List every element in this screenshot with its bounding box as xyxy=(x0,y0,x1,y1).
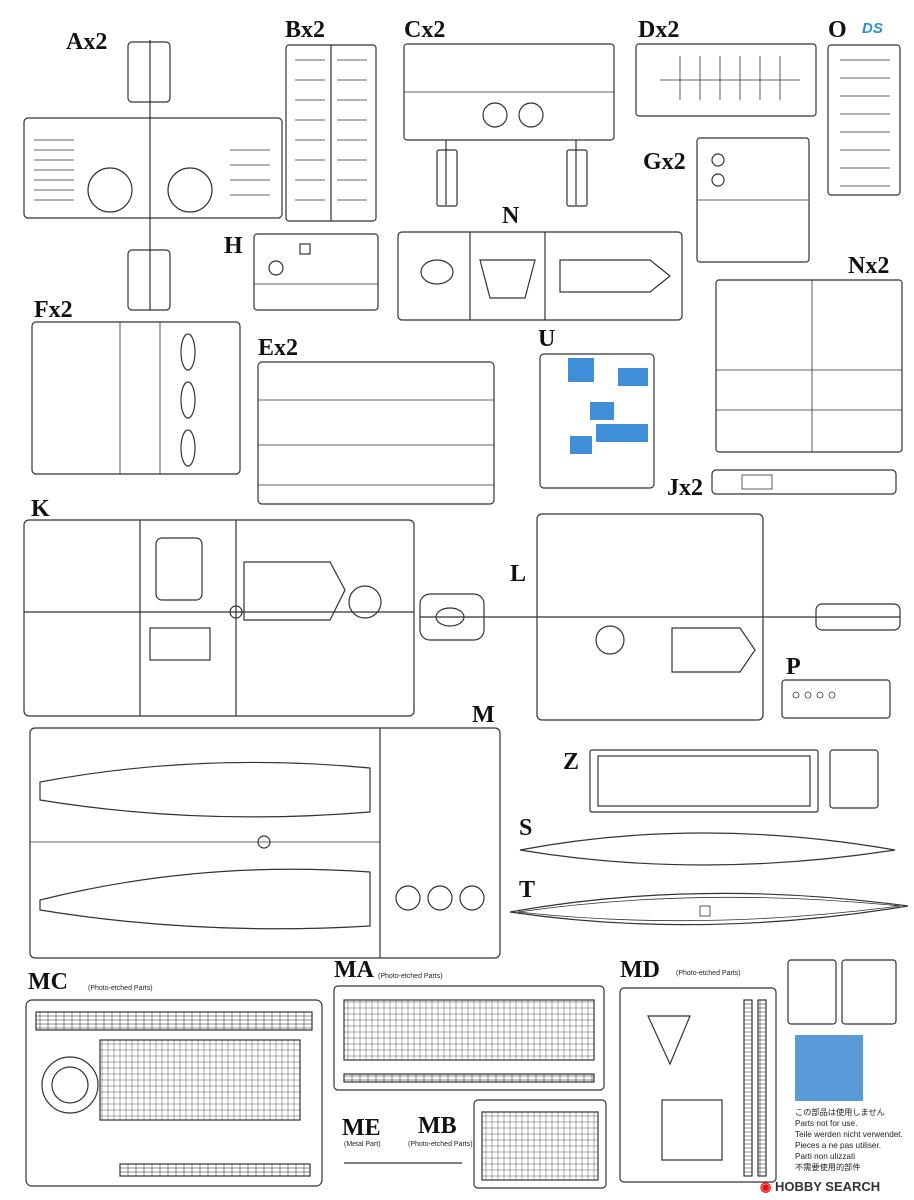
sprue-a xyxy=(23,40,283,311)
notice-line: Teile werden nicht verwendet. xyxy=(795,1130,903,1139)
sprue-b xyxy=(285,44,377,222)
sprue-etch-small xyxy=(787,959,897,1025)
label-mb: MB xyxy=(418,1113,457,1139)
sprue-ma xyxy=(333,985,605,1091)
sprue-c xyxy=(403,43,615,207)
sprue-h xyxy=(253,233,379,311)
label-ex2: Ex2 xyxy=(258,335,299,361)
label-gx2: Gx2 xyxy=(643,149,686,175)
label-s: S xyxy=(519,815,533,841)
notice-line: 不需要使用的部件 xyxy=(795,1163,861,1172)
sprue-n2 xyxy=(715,279,903,453)
label-nx2: Nx2 xyxy=(848,253,890,279)
sprue-mb xyxy=(473,1099,607,1189)
label-ma: MA xyxy=(334,957,374,983)
notice-line: この部品は使用しません xyxy=(795,1108,885,1117)
sprue-md xyxy=(619,987,777,1183)
sprue-s xyxy=(519,832,896,866)
label-md: MD xyxy=(620,957,660,983)
label-dx2: Dx2 xyxy=(638,17,680,43)
label-t: T xyxy=(519,877,536,903)
label-bx2: Bx2 xyxy=(285,17,326,43)
watermark: ◉ HOBBY SEARCH xyxy=(760,1179,880,1195)
sublabel-mb: (Photo-etched Parts) xyxy=(408,1141,473,1148)
sprue-m xyxy=(29,727,501,959)
ds-logo: DS xyxy=(862,20,883,37)
notice-line: Pieces a ne pas utiliser. xyxy=(795,1141,882,1150)
sublabel-me: (Metal Part) xyxy=(344,1141,381,1148)
sprue-o xyxy=(827,44,901,196)
label-me: ME xyxy=(342,1115,381,1141)
label-cx2: Cx2 xyxy=(404,17,446,43)
watermark-icon: ◉ xyxy=(760,1179,775,1194)
parts-not-used-notice: この部品は使用しません Parts not for use. Teile wer… xyxy=(795,1107,903,1173)
decal-sheet xyxy=(795,1035,863,1101)
sublabel-mc: (Photo-etched Parts) xyxy=(88,985,153,992)
sprue-k xyxy=(23,519,415,717)
label-n: N xyxy=(502,203,520,229)
label-mc: MC xyxy=(28,969,68,995)
sprue-f xyxy=(31,321,241,475)
sprue-u xyxy=(539,353,655,489)
label-fx2: Fx2 xyxy=(34,297,73,323)
watermark-suffix: SEARCH xyxy=(821,1179,881,1194)
label-jx2: Jx2 xyxy=(667,475,703,501)
sprue-l xyxy=(419,513,901,721)
notice-line: Parts not for use. xyxy=(795,1119,858,1128)
sublabel-ma: (Photo-etched Parts) xyxy=(378,973,443,980)
label-ax2: Ax2 xyxy=(66,29,108,55)
sprue-g xyxy=(696,137,810,263)
sprue-j xyxy=(711,469,897,495)
label-p: P xyxy=(786,654,801,680)
sprue-p xyxy=(781,679,891,719)
notice-line: Parti non ulizzati xyxy=(795,1152,856,1161)
sprue-n xyxy=(397,231,683,321)
label-u: U xyxy=(538,326,556,352)
label-l: L xyxy=(510,561,527,587)
label-o: O xyxy=(828,17,847,43)
sprue-mc xyxy=(25,999,323,1187)
sprue-t xyxy=(509,892,909,926)
label-k: K xyxy=(31,496,50,522)
label-h: H xyxy=(224,233,243,259)
sprue-e xyxy=(257,361,495,505)
watermark-prefix: HOBBY xyxy=(774,1179,822,1194)
sprue-z xyxy=(589,749,879,813)
label-z: Z xyxy=(563,749,580,775)
sprue-d xyxy=(635,43,817,117)
sublabel-md: (Photo-etched Parts) xyxy=(676,970,741,977)
label-m: M xyxy=(472,702,495,728)
